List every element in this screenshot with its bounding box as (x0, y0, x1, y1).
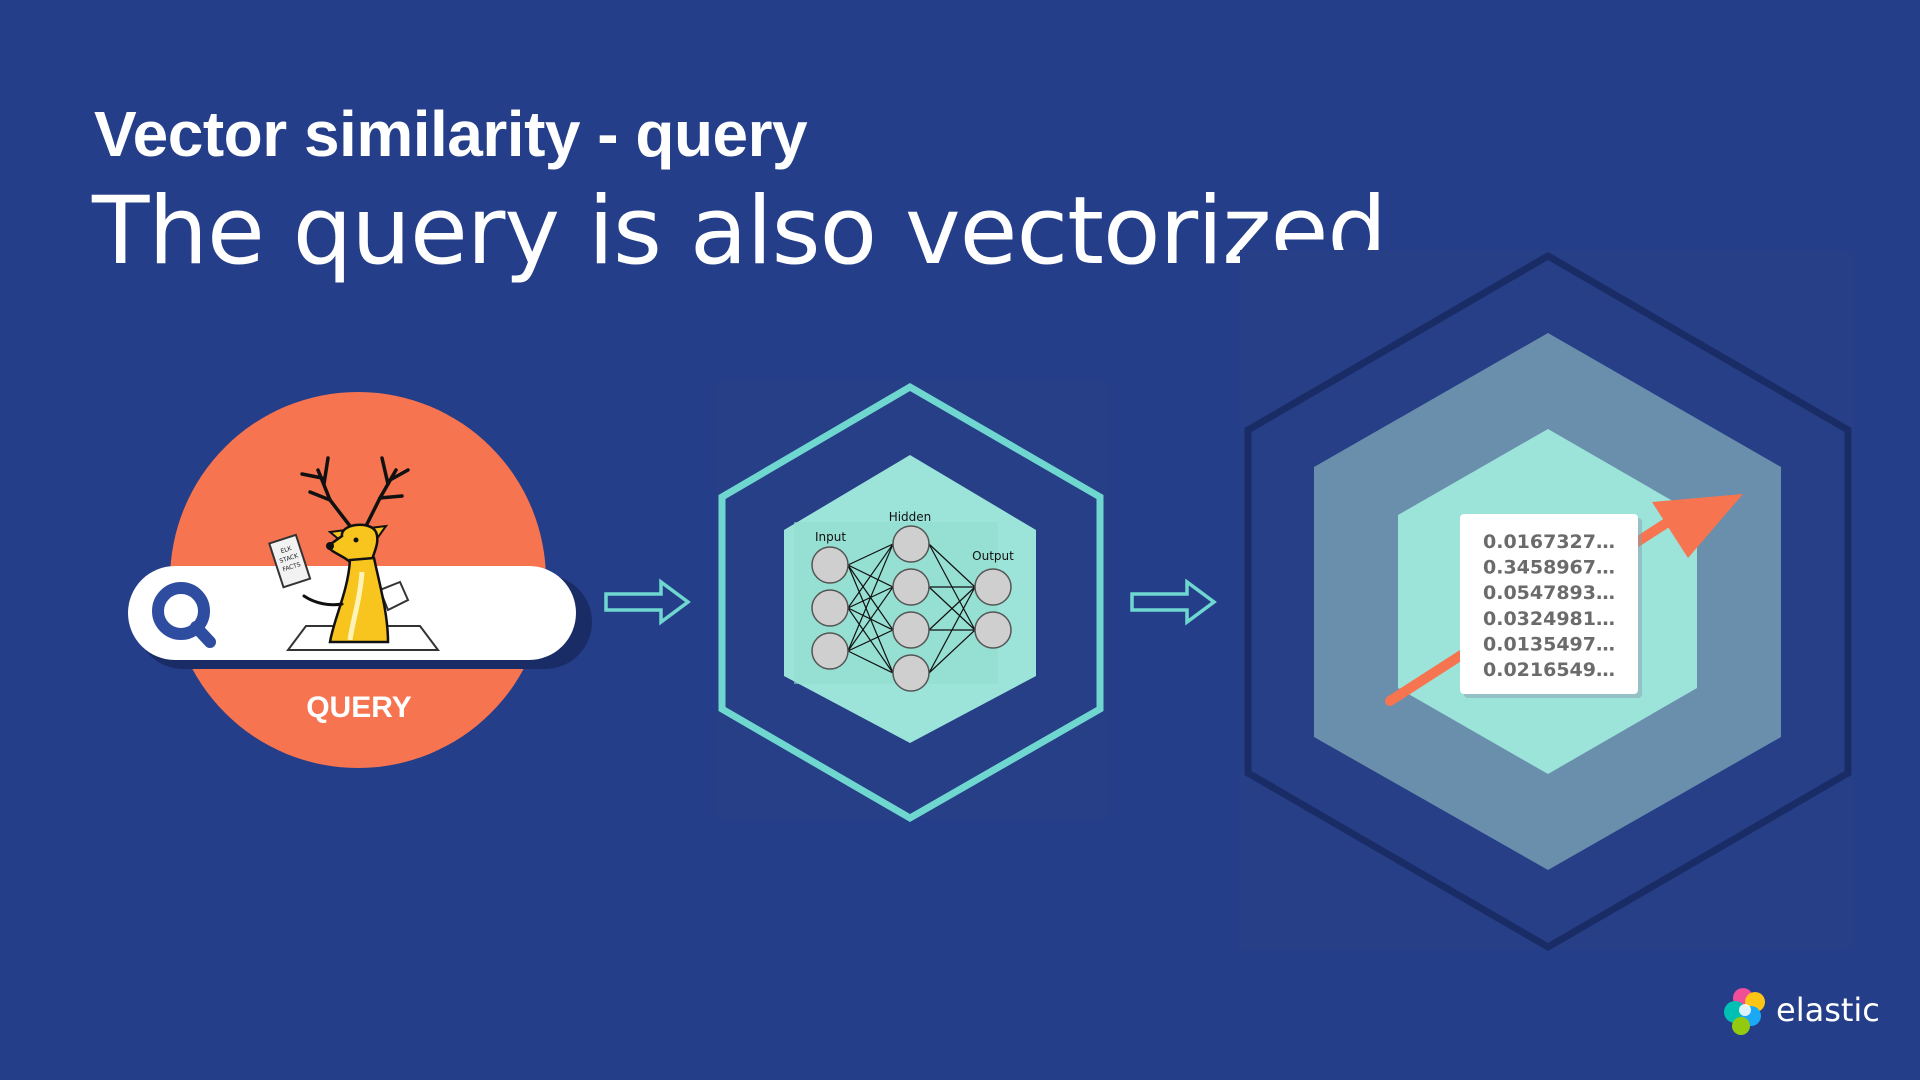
network-node (974, 611, 1012, 649)
network-nodes (811, 525, 1012, 692)
network-output-label: Output (972, 549, 1014, 563)
sign-line: ELK (280, 545, 294, 555)
network-connection (928, 586, 976, 674)
network-connection (847, 650, 894, 674)
network-node (974, 568, 1012, 606)
embedding-value: 0.0216549… (1483, 659, 1615, 681)
embedding-values: 0.0167327… 0.3458967… 0.0547893… 0.0324981…… (1483, 531, 1615, 681)
elastic-logo-icon (1724, 988, 1765, 1035)
embedding-value: 0.0547893… (1483, 582, 1615, 604)
network-connection (847, 543, 894, 566)
right-arrow-icon (604, 578, 691, 626)
network-connection (847, 543, 894, 652)
query-badge: ELK STACK FACTS QUERY (128, 392, 592, 768)
network-connection (847, 629, 894, 652)
right-arrow-icon (1130, 578, 1217, 626)
network-connections (847, 543, 976, 674)
slide-subtitle: The query is also vectorized (92, 177, 1387, 286)
deer-mascot-icon: ELK STACK FACTS (268, 456, 410, 644)
network-input-label: Input (815, 530, 846, 544)
embedding-value: 0.0167327… (1483, 531, 1615, 553)
embedding-value: 0.0324981… (1483, 608, 1615, 630)
slide-title: Vector similarity - query (94, 98, 808, 170)
network-connection (847, 543, 894, 609)
network-node (892, 611, 930, 649)
embedding-value: 0.0135497… (1483, 633, 1615, 655)
network-hidden-label: Hidden (889, 510, 932, 524)
network-connection (928, 629, 976, 674)
network-node (892, 525, 930, 563)
network-node (892, 654, 930, 692)
network-connection (847, 586, 894, 652)
network-connection (928, 586, 976, 631)
embedding-value: 0.3458967… (1483, 557, 1615, 579)
network-node (892, 568, 930, 606)
network-node (811, 632, 849, 670)
network-connection (928, 543, 976, 588)
search-icon (152, 582, 216, 648)
neural-network-panel: Input Hidden Output (716, 380, 1108, 823)
vector-panel: 0.0167327… 0.3458967… 0.0547893… 0.0324981…… (1240, 250, 1854, 952)
embedding-card: 0.0167327… 0.3458967… 0.0547893… 0.0324981…… (1460, 514, 1642, 698)
network-node (811, 589, 849, 627)
network-node (811, 546, 849, 584)
elastic-wordmark: elastic (1776, 991, 1880, 1029)
query-label: QUERY (306, 691, 412, 724)
